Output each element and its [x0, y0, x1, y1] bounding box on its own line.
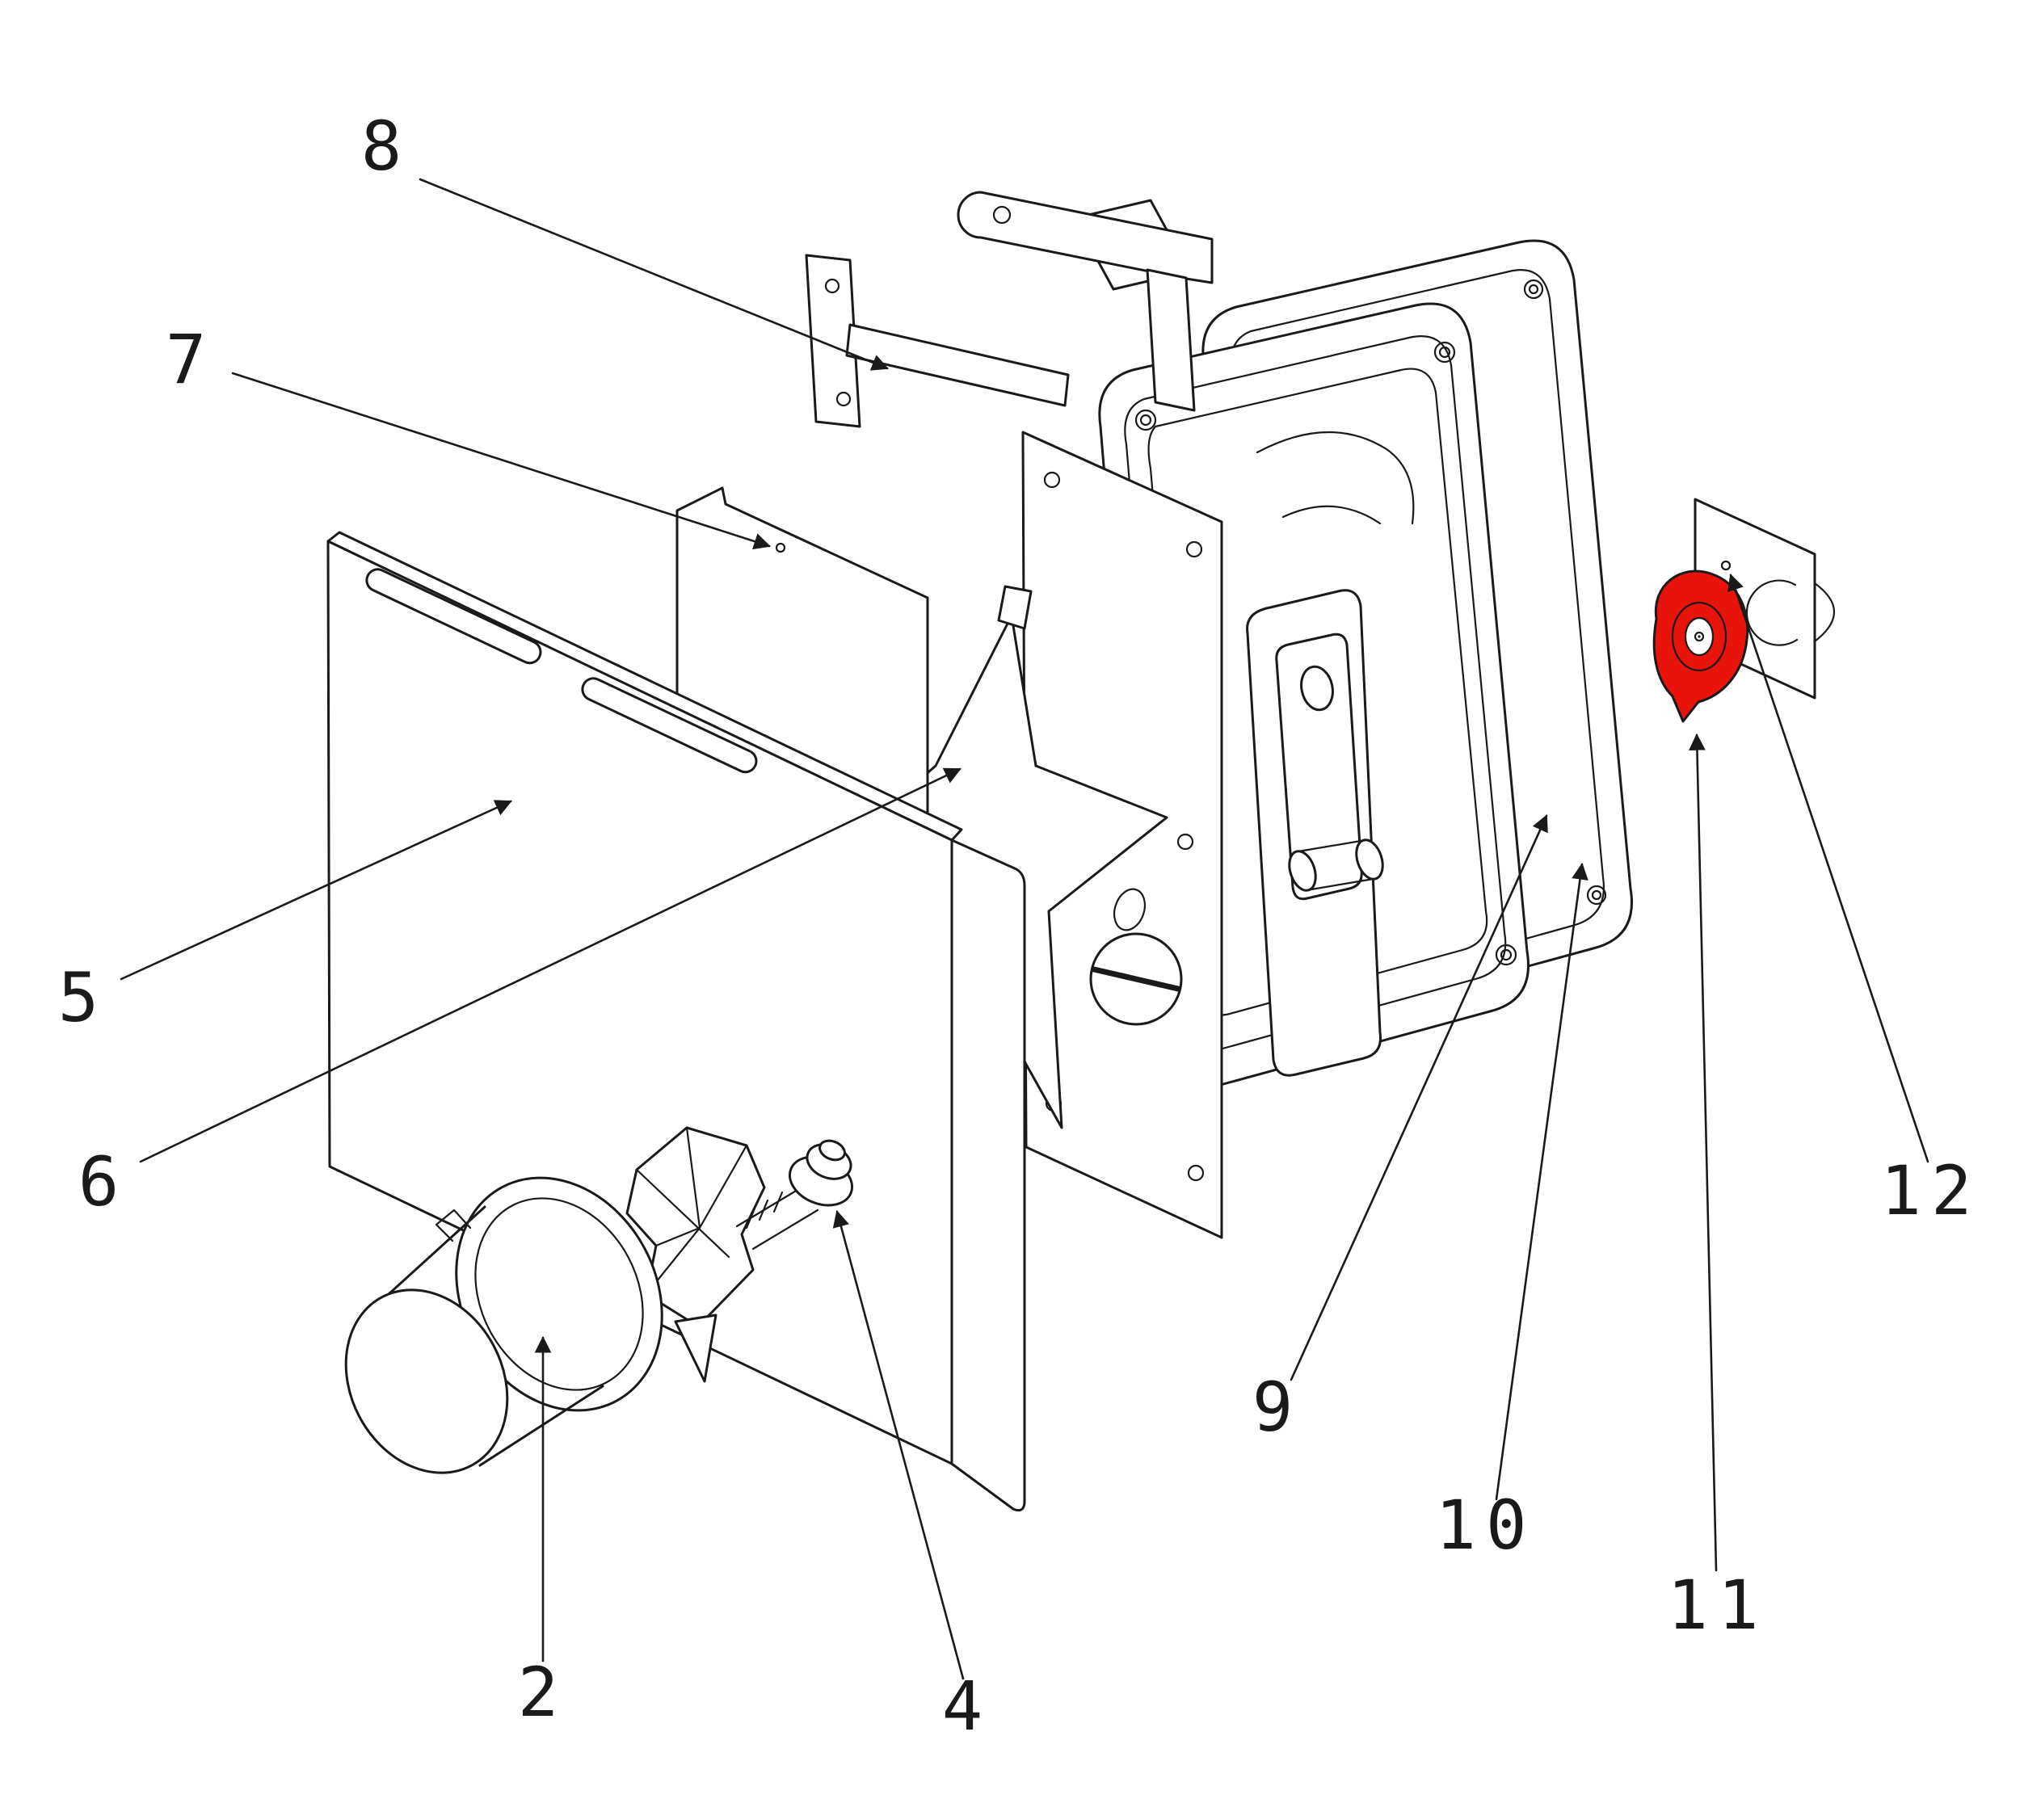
leader-line-10 [1495, 862, 1588, 1501]
leader-line-12 [1727, 574, 1929, 1163]
star-bracket-top-tab [997, 585, 1033, 630]
callout-label-7: 7 [166, 320, 217, 399]
callout-label-5: 5 [58, 958, 109, 1037]
retainer-plate-c-hole [1745, 579, 1799, 646]
leader-line-5 [120, 800, 512, 981]
bracket-right-plate [1146, 268, 1196, 412]
callout-label-4: 4 [942, 1667, 993, 1746]
part-red-gasket [1652, 570, 1749, 723]
leader-line-8 [419, 178, 889, 371]
callout-label-6: 6 [78, 1142, 129, 1221]
retainer-plate-pin-hole [1720, 560, 1732, 571]
knob-body-top-line [378, 1205, 486, 1304]
door-interior-curve-lower [1281, 505, 1382, 525]
bolt-head-top [818, 1139, 846, 1162]
bracket-left-plate-hole-upper [824, 278, 840, 294]
latch-assembly [1246, 589, 1384, 1077]
latch-oval-hole [1300, 665, 1334, 712]
leader-line-4 [832, 1209, 965, 1680]
clamp-facet-lines [635, 1126, 748, 1296]
callout-label-12: 12 [1880, 1151, 1981, 1230]
callout-label-8: 8 [361, 107, 412, 186]
leader-line-9 [1290, 814, 1548, 1381]
knob-body-bottom-line [478, 1385, 604, 1467]
mounting-plate-oval-hole [1113, 888, 1147, 931]
bracket-arm [957, 191, 1214, 284]
leader-line-7 [231, 372, 771, 550]
panel-slot-upper [365, 568, 542, 665]
door-seal-ring-inner [1147, 368, 1488, 1016]
door-corner-screws [1134, 341, 1517, 1057]
part-knob-cylinder [344, 1176, 663, 1474]
latch-pin-end-left [1288, 850, 1317, 892]
slotted-screw-slot [1091, 966, 1181, 992]
part-top-bracket [805, 191, 1214, 428]
callout-label-11: 11 [1667, 1566, 1768, 1645]
bolt-shaft-lower [751, 1208, 819, 1250]
bracket-arm-hole [992, 205, 1012, 225]
retainer-plate-edge-tab [1813, 582, 1835, 643]
panel-side-face [950, 839, 1026, 1512]
callout-label-2: 2 [518, 1653, 569, 1732]
leader-line-6 [139, 767, 962, 1163]
callout-label-10: 10 [1435, 1486, 1536, 1565]
knob-clip-top [435, 1208, 472, 1242]
bracket-cross-strip [845, 323, 1070, 407]
bracket-left-plate [805, 254, 861, 428]
red-gasket-center-dot [1698, 635, 1701, 638]
knob-cap-face [344, 1288, 509, 1474]
part-adjuster-assembly [625, 1126, 854, 1383]
panel-slot-lower [581, 677, 758, 774]
callout-labels: 8 7 5 6 2 4 9 10 11 12 [58, 107, 1981, 1746]
clamp-wedge-tip [674, 1314, 717, 1383]
knob-flange-inner [474, 1197, 644, 1391]
leader-lines [120, 178, 1929, 1680]
bracket-left-plate-hole-lower [835, 391, 852, 407]
red-gasket-center-hole [1694, 631, 1705, 642]
bolt-shaft-upper [735, 1186, 803, 1228]
red-gasket-ring-outer [1671, 601, 1727, 672]
leader-line-11 [1689, 733, 1718, 1572]
bolt-thread-ticks [745, 1191, 784, 1229]
thin-sheet-pin-hole [775, 542, 786, 553]
door-interior-curve-upper [1256, 431, 1415, 525]
callout-label-9: 9 [1252, 1368, 1303, 1447]
latch-paddle [1275, 633, 1363, 901]
